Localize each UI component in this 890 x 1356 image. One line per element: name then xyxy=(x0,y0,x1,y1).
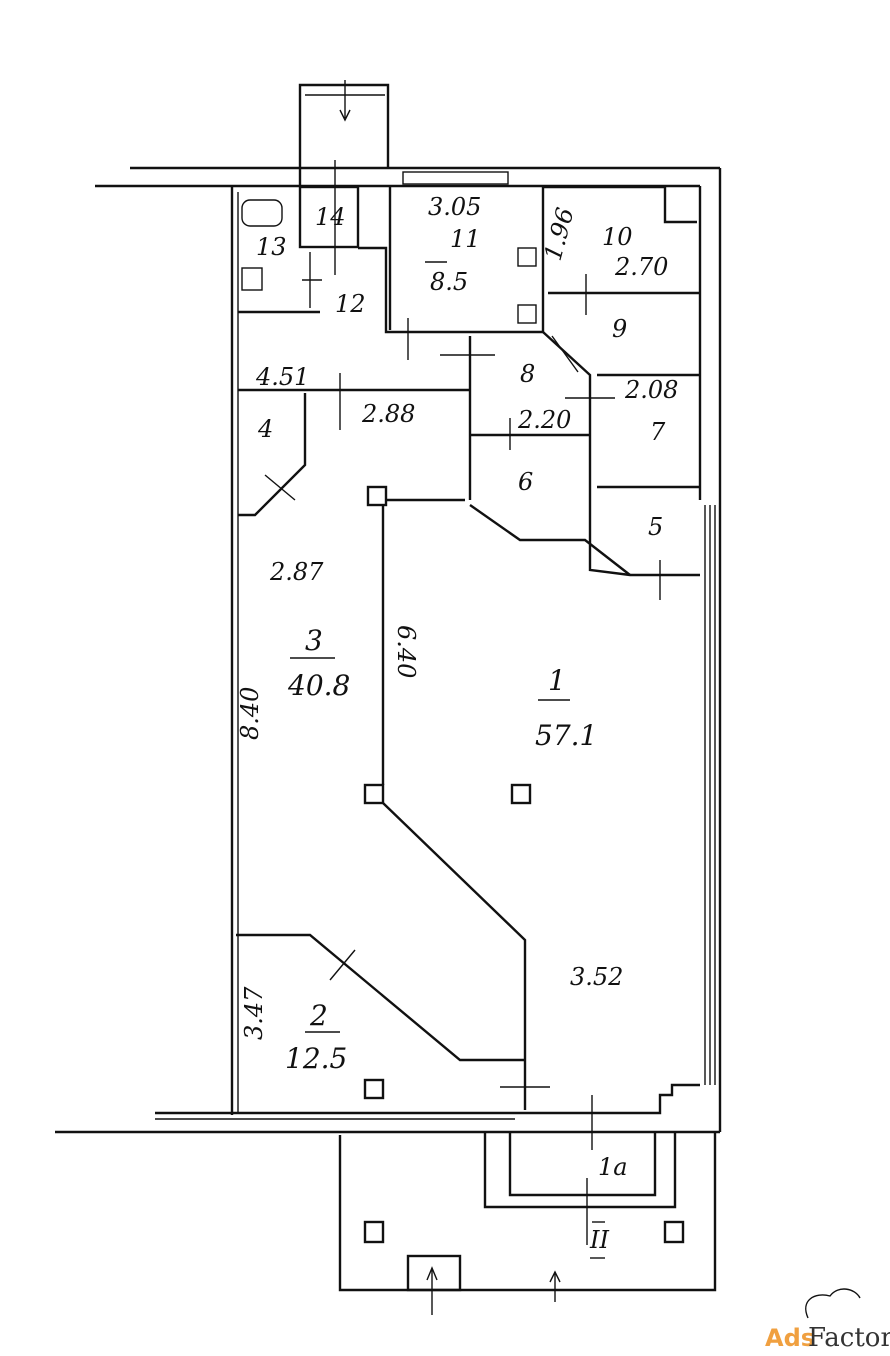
room-7-dim: 2.08 xyxy=(624,376,678,404)
room-4-number: 4 xyxy=(257,415,273,443)
watermark-ads: Ads xyxy=(765,1324,815,1352)
room-9-number: 9 xyxy=(612,315,627,343)
room-3-number: 3 xyxy=(305,624,323,657)
door-marks xyxy=(264,160,661,1245)
room-11-number: 11 xyxy=(450,225,481,253)
room-10-number: 10 xyxy=(602,223,633,251)
room-10-dim2: 2.70 xyxy=(614,253,668,281)
corridor-dim2: 2.88 xyxy=(361,400,415,428)
watermark-factory: Factory xyxy=(808,1323,890,1353)
room-3-dim2: 8.40 xyxy=(236,687,264,740)
room-13-number: 13 xyxy=(256,233,287,261)
interior-walls xyxy=(236,185,700,1110)
outer-walls xyxy=(55,166,722,1134)
room-11-width: 3.05 xyxy=(428,193,481,221)
room-2-dim: 3.47 xyxy=(240,986,268,1040)
room-3-area: 40.8 xyxy=(287,669,350,702)
room-5-number: 5 xyxy=(648,513,663,541)
adsfactory-watermark: Ads Factory xyxy=(765,1288,890,1353)
room-1-dim2: 3.52 xyxy=(570,963,623,991)
porch xyxy=(338,1132,717,1315)
room-6-number: 6 xyxy=(518,468,533,496)
room-1-area: 57.1 xyxy=(535,719,597,752)
room-10-dim1: 1.96 xyxy=(539,205,580,264)
room-2-area: 12.5 xyxy=(285,1042,347,1075)
room-3-dim1: 2.87 xyxy=(269,558,324,586)
room-7-number: 7 xyxy=(650,418,666,446)
room-11-area: 8.5 xyxy=(430,268,468,296)
room-1-dim1: 6.40 xyxy=(392,625,420,678)
room-8-dim: 2.20 xyxy=(517,406,571,434)
room-14-number: 14 xyxy=(315,203,346,231)
room-8-number: 8 xyxy=(520,360,535,388)
room-1-number: 1 xyxy=(548,664,566,697)
section-label: II xyxy=(589,1226,609,1254)
corridor-dim1: 4.51 xyxy=(255,363,309,391)
top-entrance xyxy=(298,80,390,186)
room-1a-number: 1a xyxy=(598,1153,628,1181)
room-12-number: 12 xyxy=(335,290,366,318)
room-2-number: 2 xyxy=(309,999,328,1032)
